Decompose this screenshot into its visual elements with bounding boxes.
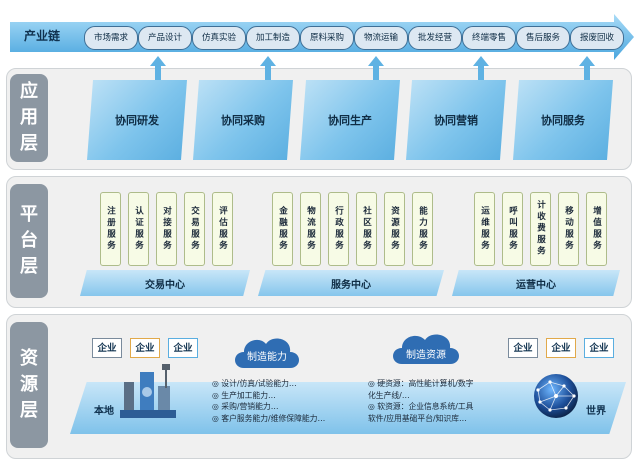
layer-label-char: 源 <box>20 374 38 395</box>
chain-title: 产业链 <box>24 29 61 43</box>
app-box-collab-procurement: 协同采购 <box>193 80 293 160</box>
service-card-capability: 能力服务 <box>412 192 433 266</box>
chain-item-manufacturing: 加工制造 <box>246 26 300 50</box>
resource-layer-tab: 资 源 层 <box>10 322 48 448</box>
service-center-bar: 服务中心 <box>258 270 444 296</box>
service-card-billing: 计收费服务 <box>530 192 551 266</box>
resource-list: ◎ 硬资源：高性能计算机/数字 化生产线/… ◎ 软资源：企业信息系统/工具 软… <box>368 378 473 424</box>
chain-item-after-sales: 售后服务 <box>516 26 570 50</box>
operation-center-bar: 运营中心 <box>452 270 620 296</box>
capability-item: ◎ 客户服务能力/维修保障能力… <box>212 413 326 423</box>
service-card-finance: 金融服务 <box>272 192 293 266</box>
app-box-collab-service: 协同服务 <box>513 80 613 160</box>
chain-item-simulation: 仿真实验 <box>192 26 246 50</box>
resource-item: ◎ 硬资源：高性能计算机/数字 <box>368 379 474 388</box>
local-enterprise-box: 企业 <box>168 338 198 358</box>
capability-list: ◎ 设计/仿真/试验能力… ◎ 生产加工能力… ◎ 采购/营销能力… ◎ 客户服… <box>212 378 325 424</box>
world-label: 世界 <box>586 406 606 417</box>
service-card-community: 社区服务 <box>356 192 377 266</box>
layer-label-char: 台 <box>20 230 38 251</box>
service-card-resource: 资源服务 <box>384 192 405 266</box>
service-card-logistics: 物流服务 <box>300 192 321 266</box>
service-card-maintenance: 运维服务 <box>474 192 495 266</box>
world-enterprise-box: 企业 <box>584 338 614 358</box>
service-card-certification: 认证服务 <box>128 192 149 266</box>
chain-item-recycling: 报废回收 <box>570 26 624 50</box>
local-enterprise-box: 企业 <box>92 338 122 358</box>
app-box-collab-production: 协同生产 <box>300 80 400 160</box>
resource-cloud-icon <box>393 334 459 364</box>
layer-label-char: 资 <box>20 348 38 369</box>
resource-cloud-label: 制造资源 <box>406 350 446 361</box>
factory-machine-icon <box>120 364 176 418</box>
capability-item: ◎ 设计/仿真/试验能力… <box>212 379 297 388</box>
layer-label-char: 层 <box>20 400 38 421</box>
service-card-administration: 行政服务 <box>328 192 349 266</box>
capability-item: ◎ 采购/营销能力… <box>212 402 279 411</box>
service-card-evaluation: 评估服务 <box>212 192 233 266</box>
layer-label-char: 层 <box>20 133 38 154</box>
service-card-mobile: 移动服务 <box>558 192 579 266</box>
chain-item-retail: 终端零售 <box>462 26 516 50</box>
trade-center-bar: 交易中心 <box>80 270 250 296</box>
app-box-collab-marketing: 协同营销 <box>406 80 506 160</box>
platform-layer-tab: 平 台 层 <box>10 184 48 298</box>
world-enterprise-box: 企业 <box>546 338 576 358</box>
globe-network-icon <box>534 374 578 418</box>
service-card-trading: 交易服务 <box>184 192 205 266</box>
up-arrows <box>150 56 595 80</box>
service-card-matching: 对接服务 <box>156 192 177 266</box>
chain-item-logistics: 物流运输 <box>354 26 408 50</box>
local-label: 本地 <box>94 406 114 417</box>
layer-label-char: 层 <box>20 256 38 277</box>
layer-label-char: 平 <box>20 204 38 225</box>
capability-cloud-label: 制造能力 <box>247 352 287 363</box>
chain-item-market-demand: 市场需求 <box>84 26 138 50</box>
service-card-registration: 注册服务 <box>100 192 121 266</box>
app-box-collab-rd: 协同研发 <box>87 80 187 160</box>
world-enterprise-box: 企业 <box>508 338 538 358</box>
chain-item-wholesale: 批发经营 <box>408 26 462 50</box>
local-enterprise-box: 企业 <box>130 338 160 358</box>
service-card-value-added: 增值服务 <box>586 192 607 266</box>
chain-item-product-design: 产品设计 <box>138 26 192 50</box>
application-layer-tab: 应 用 层 <box>10 74 48 162</box>
capability-item: ◎ 生产加工能力… <box>212 390 276 400</box>
resource-item: ◎ 软资源：企业信息系统/工具 <box>368 402 474 411</box>
resource-item: 软件/应用基础平台/知识库… <box>368 413 467 423</box>
chain-item-procurement: 原料采购 <box>300 26 354 50</box>
resource-item: 化生产线/… <box>368 390 410 400</box>
capability-cloud-icon <box>235 338 299 368</box>
layer-label-char: 应 <box>20 81 38 102</box>
layer-label-char: 用 <box>20 107 38 128</box>
service-card-call: 呼叫服务 <box>502 192 523 266</box>
